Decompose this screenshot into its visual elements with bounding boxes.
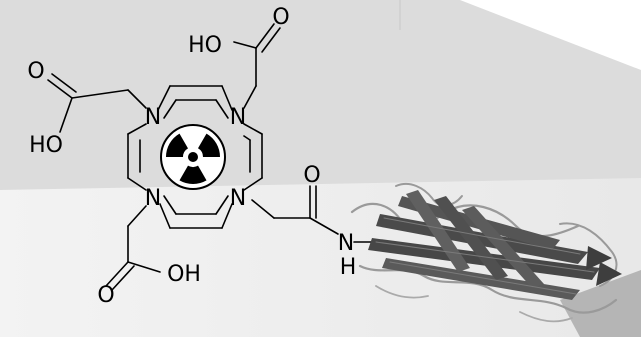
atom-labels: N N N N HO O O HO O OH O N H: [27, 5, 356, 308]
atom-n4: N: [230, 186, 246, 211]
atom-o-bottom: O: [97, 283, 114, 308]
background-corner-shadow: [560, 270, 641, 337]
bond-lines: [47, 23, 379, 291]
atom-ho-top: HO: [188, 33, 222, 58]
atom-n-amide: N: [338, 231, 354, 256]
atom-ho-left: HO: [29, 133, 63, 158]
protein-ribbon-icon: [350, 182, 622, 323]
atom-n3: N: [145, 186, 161, 211]
radiation-icon: [160, 124, 226, 190]
atom-o-top: O: [272, 5, 289, 30]
atom-n1: N: [145, 105, 161, 130]
atom-oh-bottom: OH: [167, 262, 201, 287]
atom-o-amide: O: [303, 163, 320, 188]
background-corner-highlight: [460, 0, 641, 70]
atom-o-left: O: [27, 59, 44, 84]
atom-n2: N: [230, 105, 246, 130]
atom-h-amide: H: [340, 255, 357, 280]
